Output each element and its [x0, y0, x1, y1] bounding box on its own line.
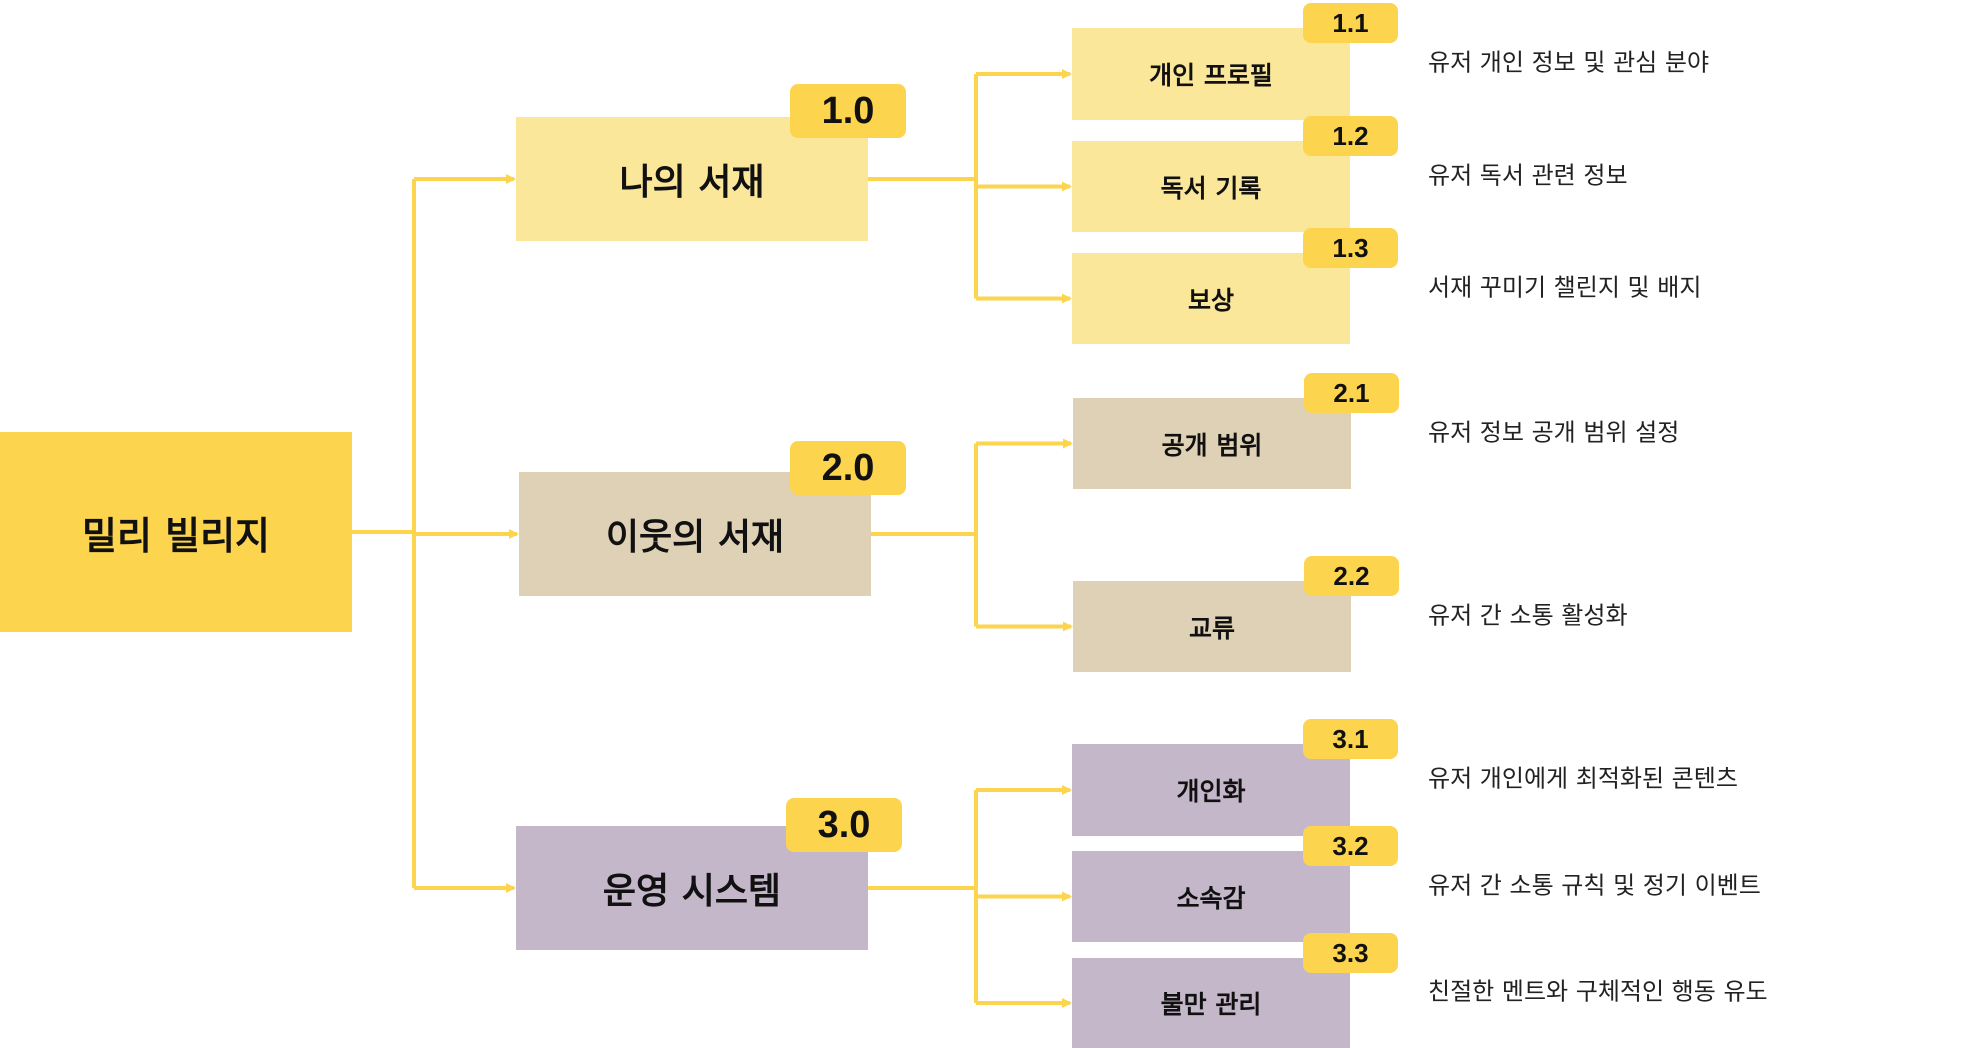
group-number-badge-1: 1.0	[790, 84, 906, 138]
child-number-badge-3-1: 3.1	[1303, 719, 1398, 759]
child-node-3-1: 개인화	[1072, 744, 1350, 836]
child-node-1-2: 독서 기록	[1072, 141, 1350, 232]
child-description-2-2: 유저 간 소통 활성화	[1428, 601, 1628, 629]
child-node-label: 불만 관리	[1160, 990, 1262, 1019]
child-number-badge-1-3: 1.3	[1303, 228, 1398, 268]
child-description-3-1: 유저 개인에게 최적화된 콘텐츠	[1428, 764, 1738, 793]
child-description-1-1: 유저 개인 정보 및 관심 분야	[1428, 48, 1710, 77]
child-number-badge-2-1: 2.1	[1304, 373, 1399, 413]
root-node: 밀리 빌리지	[0, 432, 352, 632]
child-description-1-2: 유저 독서 관련 정보	[1428, 161, 1628, 189]
child-number-badge-2-2: 2.2	[1304, 556, 1399, 596]
group-node-label: 이웃의 서재	[605, 517, 785, 558]
child-node-3-3: 불만 관리	[1072, 958, 1350, 1048]
child-node-label: 교류	[1188, 613, 1235, 643]
group-node-label: 나의 서재	[619, 162, 765, 203]
child-node-label: 보상	[1187, 285, 1234, 315]
child-number-badge-3-2: 3.2	[1303, 826, 1398, 866]
child-node-2-1: 공개 범위	[1073, 398, 1351, 489]
child-node-1-1: 개인 프로필	[1072, 28, 1350, 120]
child-node-label: 소속감	[1176, 883, 1246, 913]
child-description-3-2: 유저 간 소통 규칙 및 정기 이벤트	[1428, 871, 1761, 899]
child-description-2-1: 유저 정보 공개 범위 설정	[1428, 418, 1680, 446]
child-node-1-3: 보상	[1072, 253, 1350, 344]
child-number-badge-1-1: 1.1	[1303, 3, 1398, 43]
root-node-label: 밀리 빌리지	[81, 513, 271, 558]
child-node-label: 공개 범위	[1161, 430, 1263, 460]
group-node-label: 운영 시스템	[602, 871, 782, 912]
child-node-3-2: 소속감	[1072, 851, 1350, 942]
child-number-badge-3-3: 3.3	[1303, 933, 1398, 973]
group-number-badge-3: 3.0	[786, 798, 902, 852]
child-node-label: 독서 기록	[1160, 173, 1262, 203]
child-node-label: 개인 프로필	[1149, 61, 1273, 90]
child-node-2-2: 교류	[1073, 581, 1351, 672]
group-number-badge-2: 2.0	[790, 441, 906, 495]
child-description-1-3: 서재 꾸미기 챌린지 및 배지	[1428, 273, 1702, 301]
child-number-badge-1-2: 1.2	[1303, 116, 1398, 156]
child-description-3-3: 친절한 멘트와 구체적인 행동 유도	[1428, 977, 1768, 1006]
child-node-label: 개인화	[1176, 777, 1246, 806]
